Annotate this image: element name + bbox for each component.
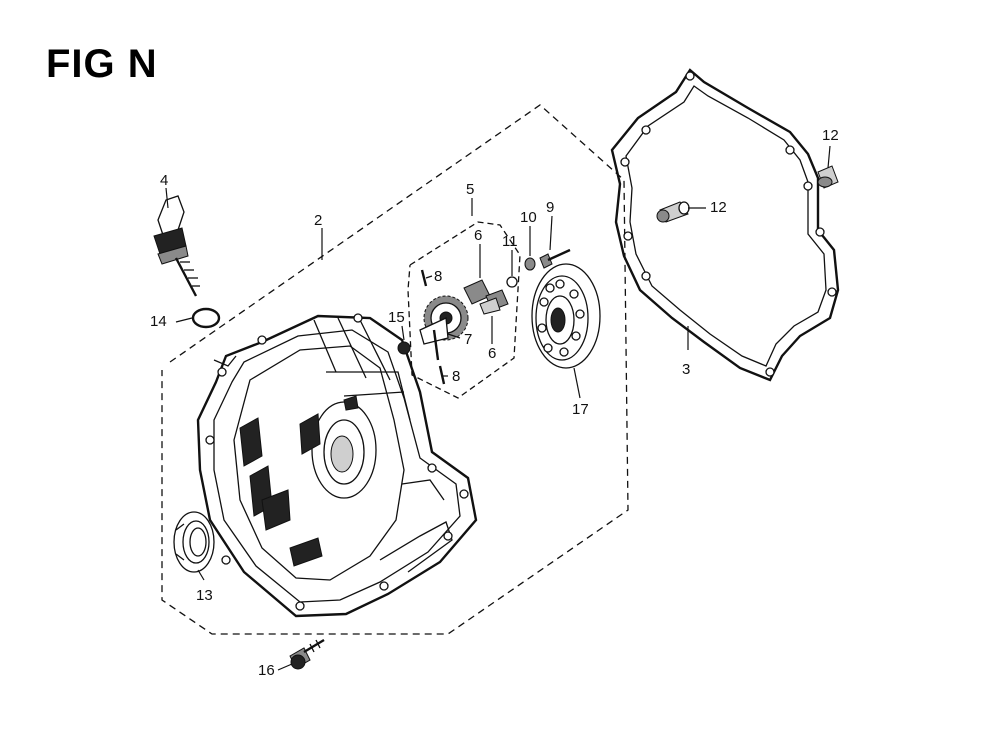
- dowel-pin-lower: [656, 201, 690, 223]
- callout-10: 10: [520, 209, 537, 226]
- callout-12-upper: 12: [822, 127, 839, 144]
- cover-gasket: [610, 68, 840, 382]
- pump-pins: [420, 269, 446, 385]
- bolt-9: [539, 248, 571, 269]
- callout-17: 17: [572, 401, 589, 418]
- oil-pump-gear: [419, 295, 469, 361]
- callout-8-lower: 8: [452, 368, 460, 385]
- assembly-boundary: [161, 104, 629, 635]
- washer-11: [506, 276, 518, 288]
- callout-9: 9: [546, 199, 554, 216]
- dowel-pin-upper: [817, 165, 839, 189]
- callout-5: 5: [466, 181, 474, 198]
- callout-6-upper: 6: [474, 227, 482, 244]
- figure-title: FIG N: [46, 42, 158, 86]
- callout-7: 7: [464, 331, 472, 348]
- ball-bearing: [531, 263, 601, 369]
- oil-filler-cap: [153, 195, 200, 297]
- callout-12-lower: 12: [710, 199, 727, 216]
- flange-bolt: [289, 638, 325, 670]
- callout-13: 13: [196, 587, 213, 604]
- pump-group-boundary: [407, 221, 521, 399]
- leader-lines: [165, 145, 831, 671]
- callout-8-upper: 8: [434, 268, 442, 285]
- callout-2: 2: [314, 212, 322, 229]
- oil-seal: [173, 511, 215, 573]
- pump-washer: [397, 341, 411, 355]
- callout-15: 15: [388, 309, 405, 326]
- washer-10: [524, 257, 536, 271]
- callout-4: 4: [160, 172, 168, 189]
- callout-14: 14: [150, 313, 167, 330]
- callout-16: 16: [258, 662, 275, 679]
- pump-rotor: [463, 279, 509, 315]
- callout-6-lower: 6: [488, 345, 496, 362]
- callout-labels: 2 3 4 5 6 6 7 8 8 9 10 11 12 12 13 14 15…: [150, 127, 839, 679]
- callout-3: 3: [682, 361, 690, 378]
- callout-11: 11: [502, 233, 518, 250]
- crankcase-cover: [196, 313, 478, 618]
- o-ring: [191, 307, 221, 329]
